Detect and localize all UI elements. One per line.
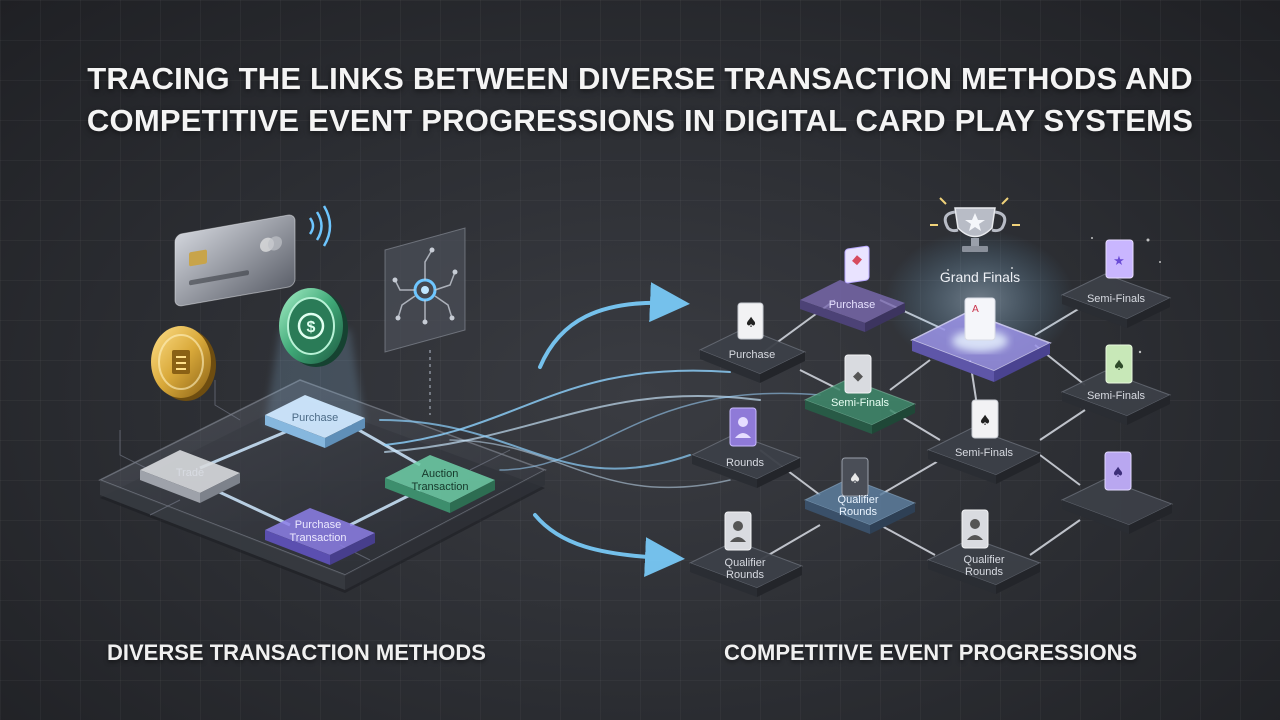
node-qualifier-bl-label-line1: Qualifier: [725, 557, 766, 569]
node-rounds-label: Rounds: [726, 457, 764, 469]
node-auction-label-line2: Transaction: [411, 481, 468, 493]
node-semi-finals-mid-label: Semi-Finals: [831, 397, 890, 409]
title-line-1: TRACING THE LINKS BETWEEN DIVERSE TRANSA…: [87, 61, 1193, 96]
node-purchase-label: Purchase: [292, 412, 338, 424]
svg-text:♠: ♠: [1113, 358, 1126, 374]
node-qualifier-br-label-line2: Rounds: [965, 566, 1003, 578]
svg-text:◆: ◆: [852, 252, 862, 268]
node-purchase-transaction[interactable]: Purchase Transaction: [265, 508, 375, 565]
node-semi-finals-c[interactable]: ♠ Semi-Finals: [926, 399, 1042, 484]
node-purchase-top[interactable]: ◆ Purchase: [800, 245, 905, 332]
node-qualifier-c-label-line1: Qualifier: [838, 494, 879, 506]
svg-text:♠: ♠: [1112, 465, 1125, 481]
node-grand-finals-label: Grand Finals: [940, 269, 1020, 285]
node-qualifier-br[interactable]: Qualifier Rounds: [926, 509, 1042, 594]
sparkles: [947, 237, 1161, 354]
svg-text:♠: ♠: [849, 471, 862, 487]
node-qualifier-bl-label-line2: Rounds: [726, 569, 764, 581]
flow-lines: [379, 282, 821, 578]
svg-text:★: ★: [1113, 254, 1125, 269]
lower-flow-arrow: [533, 513, 685, 578]
svg-text:♠: ♠: [745, 315, 758, 331]
contactless-icon: [308, 205, 332, 247]
page-title: TRACING THE LINKS BETWEEN DIVERSE TRANSA…: [0, 58, 1280, 142]
node-qualifier-c-label-line2: Rounds: [839, 506, 877, 518]
node-semi-finals-mid[interactable]: ◆ Semi-Finals: [803, 354, 917, 434]
svg-text:♠: ♠: [979, 413, 992, 429]
node-semi-finals-c-label: Semi-Finals: [955, 447, 1014, 459]
node-semi-finals-r-label: Semi-Finals: [1087, 390, 1146, 402]
node-semi-finals-tr[interactable]: ★ Semi-Finals: [1060, 239, 1172, 328]
node-purchase[interactable]: Purchase: [265, 395, 365, 448]
node-semi-finals-tr-label: Semi-Finals: [1087, 293, 1146, 305]
node-qualifier-br-label-line1: Qualifier: [964, 554, 1005, 566]
title-line-2: COMPETITIVE EVENT PROGRESSIONS IN DIGITA…: [86, 103, 1194, 138]
node-purchase-transaction-label-line2: Transaction: [289, 532, 346, 544]
node-auction-label-line1: Auction: [422, 468, 459, 480]
node-trade[interactable]: Trade: [140, 450, 240, 503]
right-section-label: COMPETITIVE EVENT PROGRESSIONS: [724, 640, 1138, 665]
node-trade-label: Trade: [176, 467, 204, 479]
node-end-br[interactable]: ♠: [1060, 451, 1174, 534]
circuit-chip-icon: [384, 227, 466, 415]
node-semi-finals-r[interactable]: ♠ Semi-Finals: [1060, 344, 1172, 425]
node-auction[interactable]: Auction Transaction: [385, 455, 495, 513]
node-qualifier-c[interactable]: ♠ Qualifier Rounds: [803, 457, 917, 534]
gold-coin-icon: [151, 326, 216, 401]
svg-text:◆: ◆: [853, 369, 863, 384]
trophy-icon: [930, 197, 1020, 252]
node-grand-finals[interactable]: A Grand Finals: [910, 269, 1052, 382]
green-token-icon: $: [279, 288, 348, 367]
svg-text:A: A: [972, 304, 979, 315]
upper-flow-arrow: [538, 282, 690, 369]
credit-card-icon: [174, 214, 296, 307]
node-purchase-transaction-label-line1: Purchase: [295, 519, 341, 531]
node-purchase-left[interactable]: ♠ Purchase: [698, 302, 807, 383]
node-qualifier-bl[interactable]: Qualifier Rounds: [688, 511, 804, 597]
left-section-label: DIVERSE TRANSACTION METHODS: [107, 640, 486, 665]
node-rounds[interactable]: Rounds: [690, 407, 802, 488]
node-purchase-left-label: Purchase: [729, 349, 775, 361]
node-purchase-top-label: Purchase: [829, 299, 875, 311]
svg-text:$: $: [307, 319, 316, 336]
